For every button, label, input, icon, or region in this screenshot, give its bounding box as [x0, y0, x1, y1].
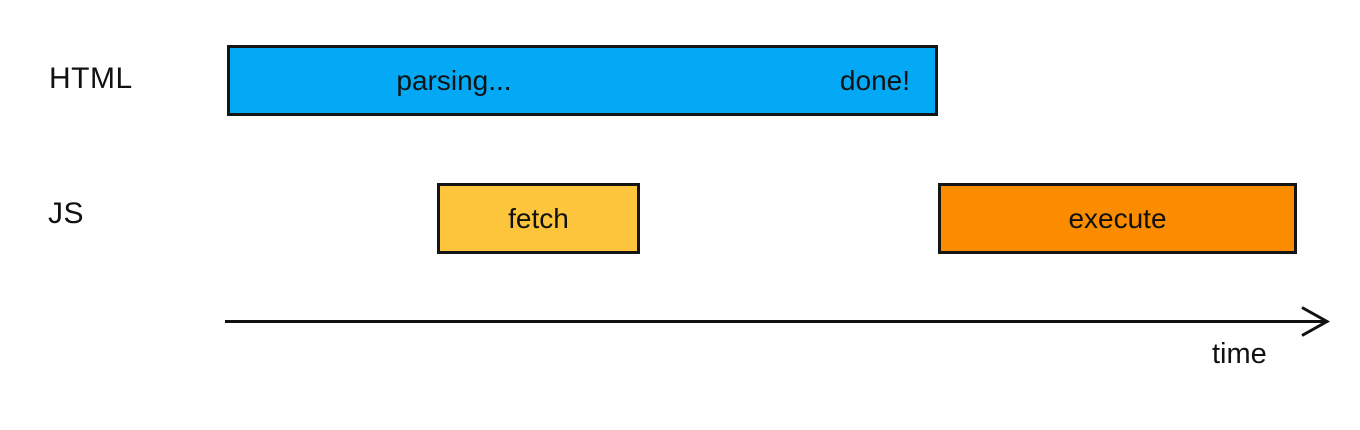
- row-label-html: HTML: [49, 62, 133, 95]
- bar-execute-label: execute: [1068, 202, 1167, 234]
- bar-js-fetch: fetch: [437, 183, 640, 254]
- time-axis-label: time: [1212, 338, 1267, 370]
- bar-fetch-label: fetch: [508, 202, 569, 234]
- bar-parsing-done-label: done!: [839, 64, 910, 96]
- bar-parsing-start-label: parsing...: [396, 64, 512, 96]
- bar-html-parsing: parsing... done!: [227, 45, 938, 116]
- row-label-js: JS: [48, 197, 85, 230]
- bar-js-execute: execute: [938, 183, 1297, 254]
